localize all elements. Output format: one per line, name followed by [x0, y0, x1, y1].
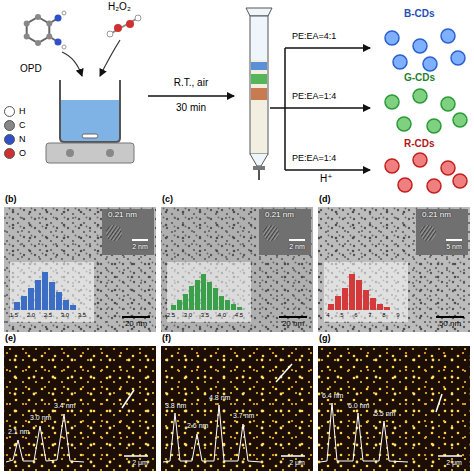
figure-label: 4.5 — [235, 312, 243, 318]
figure-label: (g) — [319, 334, 331, 343]
figure-label: 6.4 nm — [322, 392, 343, 399]
figure-label: 0.21 nm — [108, 211, 137, 219]
reaction-arrow — [148, 95, 234, 97]
figure-label: OPD — [20, 64, 42, 74]
figure-label: (b) — [5, 195, 17, 204]
red-dots — [385, 153, 467, 193]
figure-label: (f) — [162, 334, 171, 343]
opd-molecule — [24, 11, 66, 49]
figure-label: 7 — [368, 312, 371, 318]
figure-label: 3.8 nm — [165, 402, 186, 409]
tem-images — [4, 207, 470, 332]
figure-label: 3.7 nm — [233, 412, 254, 419]
afm-images — [4, 346, 470, 471]
figure-label: 2.1 nm — [8, 428, 29, 435]
product-group: G-CDs — [404, 72, 435, 83]
beaker-stirrer — [46, 80, 134, 163]
figure-label: 2.5 — [167, 312, 175, 318]
atom-swatch — [4, 134, 15, 145]
figure-label: 20 nm — [282, 320, 304, 328]
branch-arrows — [270, 48, 370, 170]
figure-label: H⁺ — [320, 174, 333, 184]
add-arrow — [100, 40, 120, 76]
figure-label: 6 — [354, 312, 357, 318]
figure-label: 5 — [340, 312, 343, 318]
product-label: G-CDs — [404, 72, 435, 83]
product-group: R-CDs — [404, 138, 435, 149]
figure-label: 2 μm — [446, 459, 462, 466]
product-label: B-CDs — [404, 8, 435, 19]
figure-label: 3.0 nm — [30, 414, 51, 421]
legend-text: N — [19, 134, 26, 144]
figure-label: 4.0 — [218, 312, 226, 318]
figure-label: 5 nm — [446, 243, 462, 250]
figure-label: H₂O₂ — [108, 2, 131, 12]
figure-label: 50 nm — [439, 320, 461, 328]
figure-label: 2.0 — [27, 312, 35, 318]
column — [246, 8, 272, 180]
blue-dots — [385, 29, 465, 71]
figure-label: 4.8 nm — [209, 394, 230, 401]
figure-label: PE:EA=1:4 — [292, 92, 336, 101]
figure-label: 3.5 — [201, 312, 209, 318]
figure-label: 1.5 — [10, 312, 18, 318]
h2o2-molecule — [107, 15, 141, 37]
atom-swatch — [4, 106, 15, 117]
legend-text: C — [19, 120, 26, 130]
add-arrow — [62, 52, 82, 76]
legend-row: O — [4, 146, 26, 160]
figure-label: 2 nm — [289, 243, 305, 250]
atom-legend: HCNO — [4, 104, 26, 160]
atom-swatch — [4, 148, 15, 159]
figure-label: 2.5 — [44, 312, 52, 318]
legend-text: H — [19, 106, 26, 116]
figure-label: 3.0 — [61, 312, 69, 318]
histogram-red — [328, 274, 390, 310]
figure-label: (c) — [162, 195, 173, 204]
legend-row: C — [4, 118, 26, 132]
figure-label: (d) — [319, 195, 331, 204]
figure-label: 8 — [382, 312, 385, 318]
product-group: B-CDs — [404, 8, 435, 19]
figure-label: 20 nm — [125, 320, 147, 328]
figure-label: 30 min — [176, 103, 206, 113]
figure-label: PE:EA=1:4 — [292, 154, 336, 163]
figure-label: 2 μm — [289, 459, 305, 466]
green-dots — [385, 89, 467, 133]
figure-label: 2 μm — [132, 459, 148, 466]
histogram-blue — [14, 272, 76, 310]
figure-label: 2.6 nm — [187, 422, 208, 429]
legend-row: N — [4, 132, 26, 146]
figure-label: 0.21 nm — [422, 211, 451, 219]
figure-label: R.T., air — [174, 78, 208, 88]
figure-label: 6.0 nm — [348, 402, 369, 409]
figure-label: PE:EA=4:1 — [292, 32, 336, 41]
figure-label: 4 — [326, 312, 329, 318]
figure-label: 0.21 nm — [265, 211, 294, 219]
figure-label: 5.5 nm — [374, 410, 395, 417]
figure-label: 9 — [396, 312, 399, 318]
histogram-green — [171, 274, 242, 310]
product-label: R-CDs — [404, 138, 435, 149]
figure-label: 3.4 nm — [54, 402, 75, 409]
legend-text: O — [19, 148, 26, 158]
figure-label: (e) — [5, 334, 16, 343]
figure-label: 3.0 — [184, 312, 192, 318]
atom-swatch — [4, 120, 15, 131]
figure-label: 3.5 — [78, 312, 86, 318]
legend-row: H — [4, 104, 26, 118]
figure-label: 2 nm — [132, 243, 148, 250]
